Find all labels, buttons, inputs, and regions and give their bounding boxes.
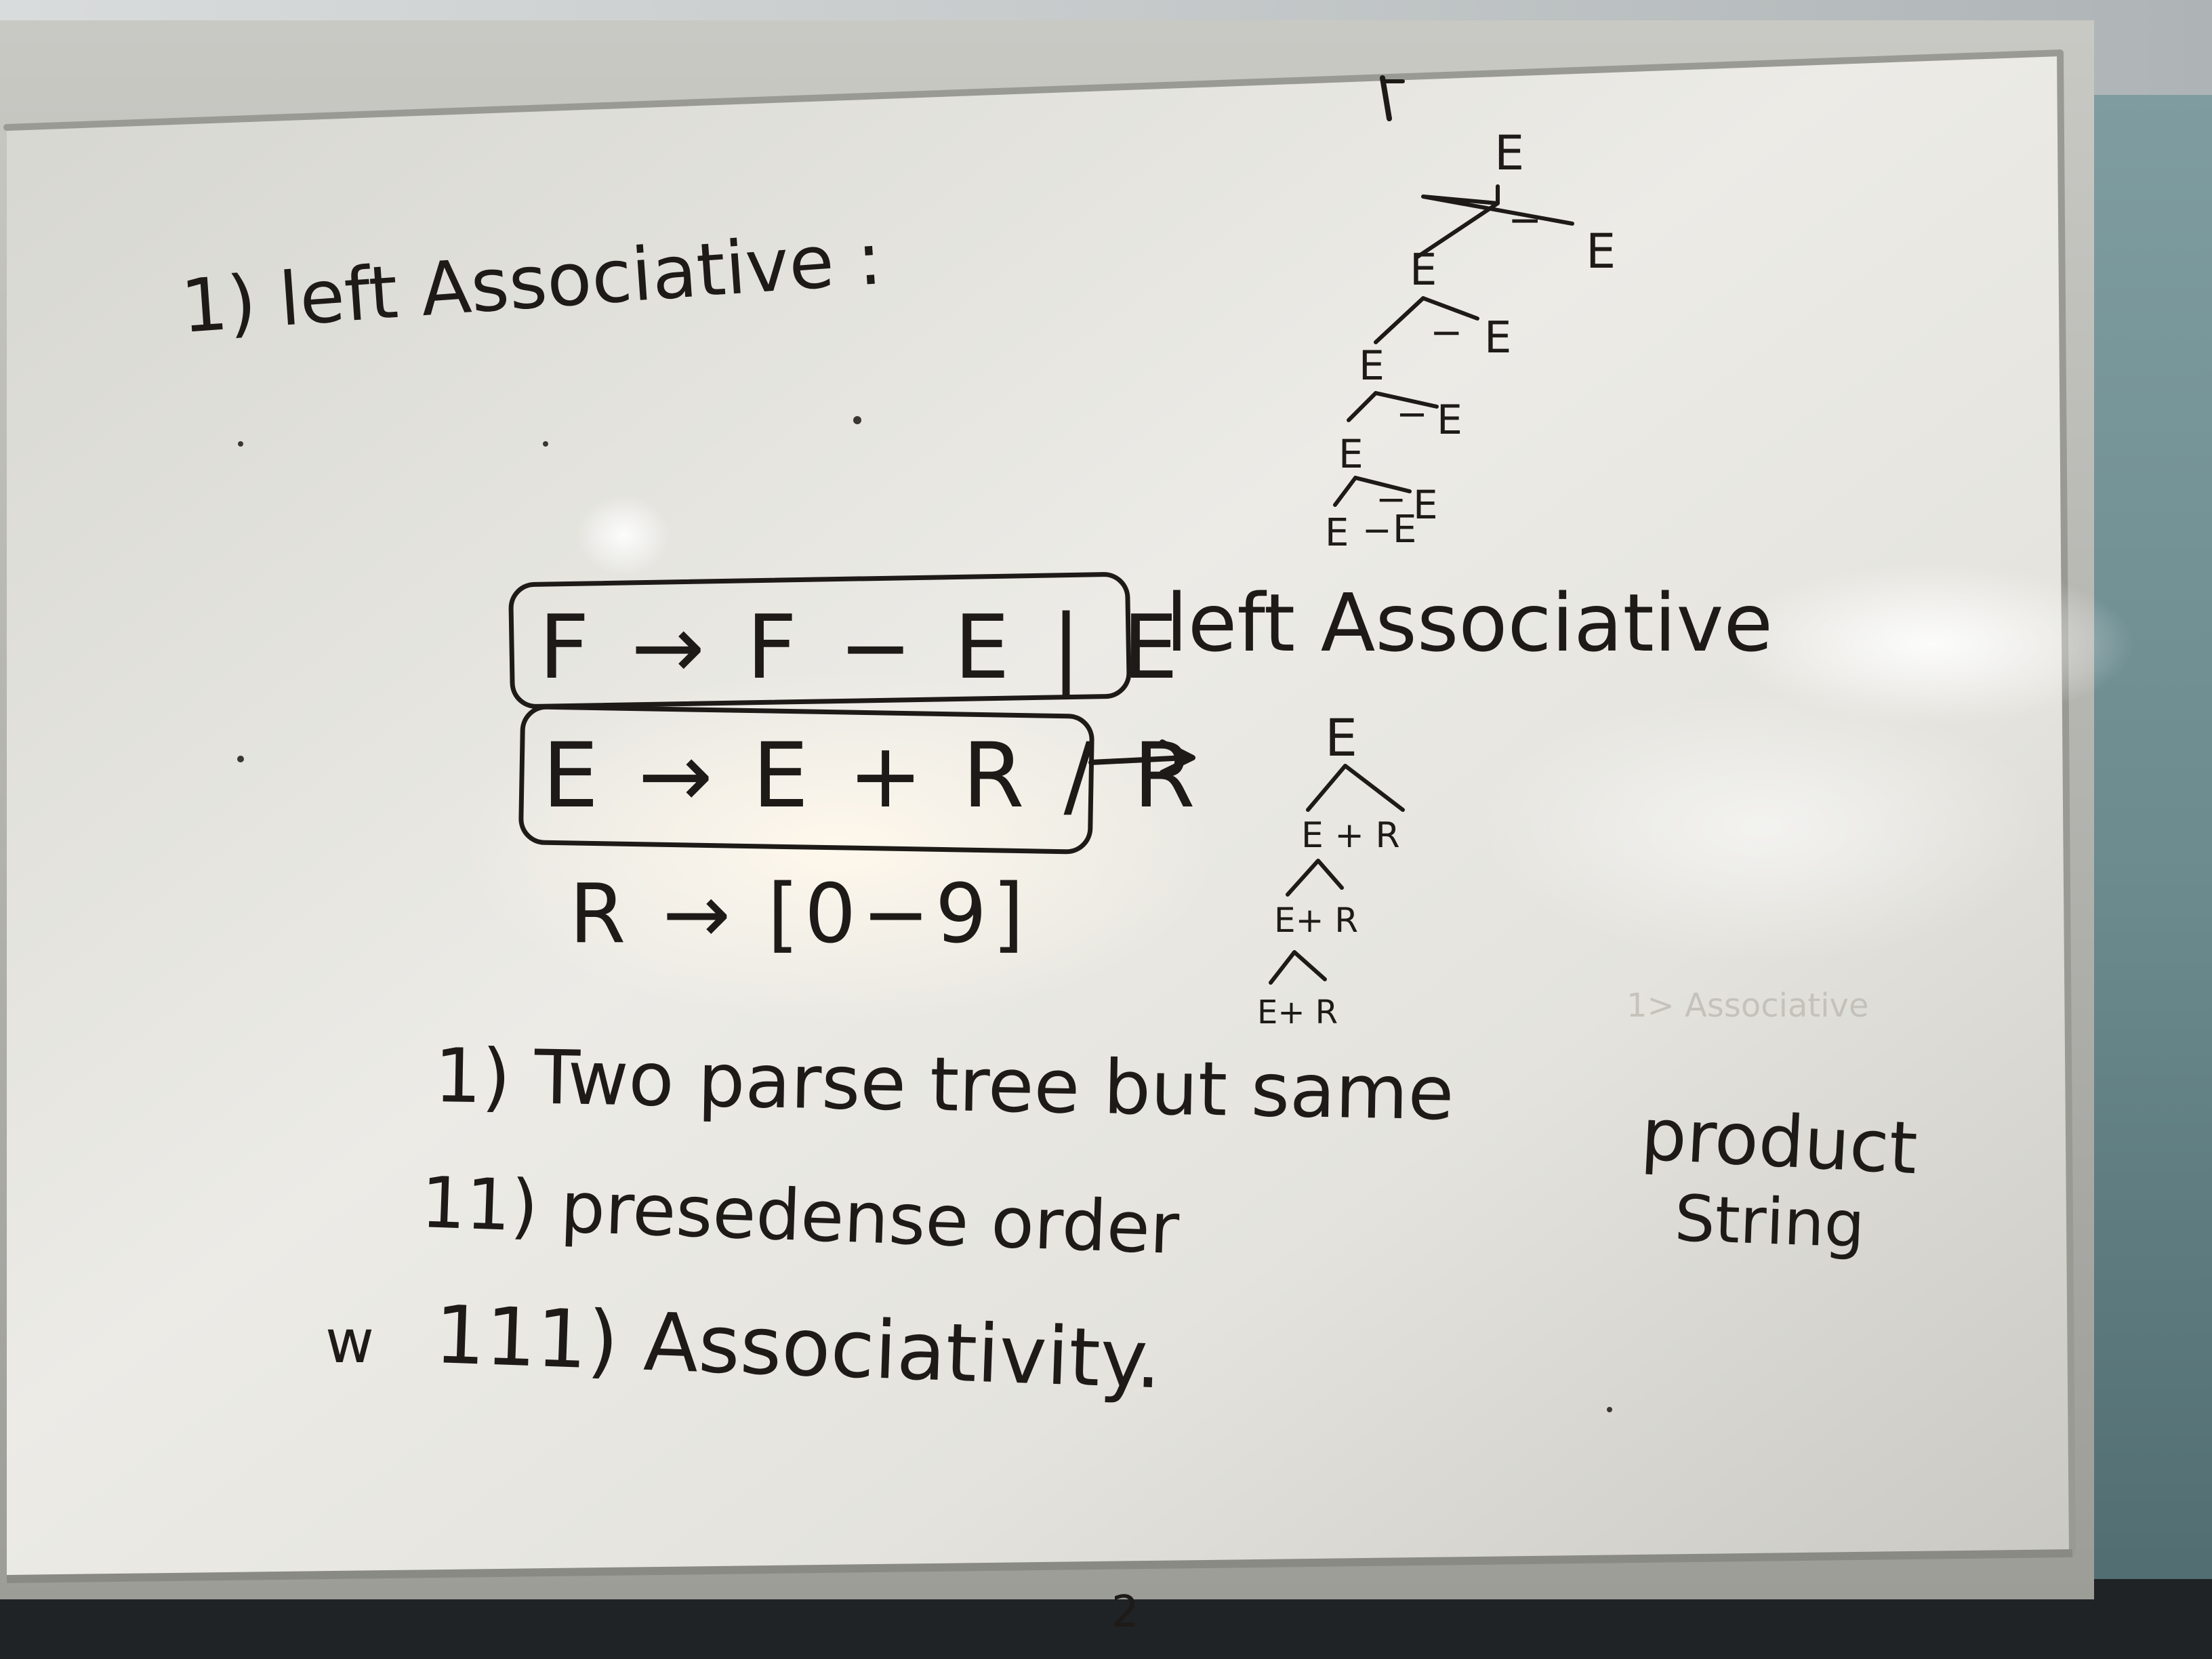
erased-text: 1> Associative bbox=[1626, 987, 1868, 1025]
glare bbox=[576, 495, 671, 576]
tree-level: E + R bbox=[1301, 815, 1400, 856]
arrow-head bbox=[1160, 739, 1195, 775]
tree-node: E bbox=[1410, 245, 1437, 295]
side-note-string: String bbox=[1673, 1182, 1866, 1263]
stray-mark bbox=[853, 416, 861, 424]
point-1: 1) Two parse tree but same bbox=[434, 1032, 1455, 1136]
stray-mark bbox=[237, 756, 244, 762]
tree-level: E+ R bbox=[1257, 994, 1338, 1031]
tree-node: E bbox=[1586, 224, 1616, 279]
grammar-box bbox=[518, 704, 1094, 855]
stray-mark bbox=[543, 441, 548, 447]
tree-node: E bbox=[1338, 431, 1364, 477]
tree-bottom: E E + R E+ R E+ R bbox=[1257, 708, 1405, 1031]
tree-operator: − bbox=[1362, 510, 1392, 551]
tree-node: E bbox=[1437, 396, 1462, 444]
arrow-line bbox=[1088, 755, 1189, 765]
grammar-rule-1: E → E + R / R bbox=[542, 724, 1201, 828]
tree-node: E bbox=[1413, 482, 1438, 528]
tree-node: E bbox=[1393, 508, 1416, 552]
tree-operator: − bbox=[1508, 197, 1542, 244]
grammar-rule-2: R → [0−9] bbox=[569, 867, 1029, 962]
tree-node: E bbox=[1484, 313, 1511, 363]
tree-level: E+ R bbox=[1274, 901, 1358, 940]
tree-top: E − E E − E E − E E − E E bbox=[1325, 75, 1616, 555]
tree-operator: − bbox=[1376, 478, 1406, 520]
rule-box bbox=[508, 572, 1132, 709]
tree-operator: − bbox=[1430, 309, 1463, 355]
tree-root: E bbox=[1325, 708, 1357, 768]
tree-operator: − bbox=[1396, 392, 1428, 436]
glare bbox=[1728, 562, 2135, 725]
window bbox=[2094, 95, 2212, 1659]
side-note-product: product bbox=[1639, 1092, 1920, 1190]
tree-node: E bbox=[1494, 125, 1524, 181]
bottom-mark: 2 bbox=[1111, 1587, 1139, 1637]
glare bbox=[1477, 691, 2047, 962]
stray-mark bbox=[1607, 1407, 1612, 1412]
tree-node: E bbox=[1359, 342, 1385, 390]
stray-mark bbox=[238, 441, 243, 447]
boxed-rule-text: F → F − E | E bbox=[539, 596, 1185, 699]
margin-mark: w bbox=[325, 1307, 374, 1376]
tree-node: E bbox=[1325, 511, 1349, 555]
left-associative-note: left Associative bbox=[1166, 576, 1773, 670]
